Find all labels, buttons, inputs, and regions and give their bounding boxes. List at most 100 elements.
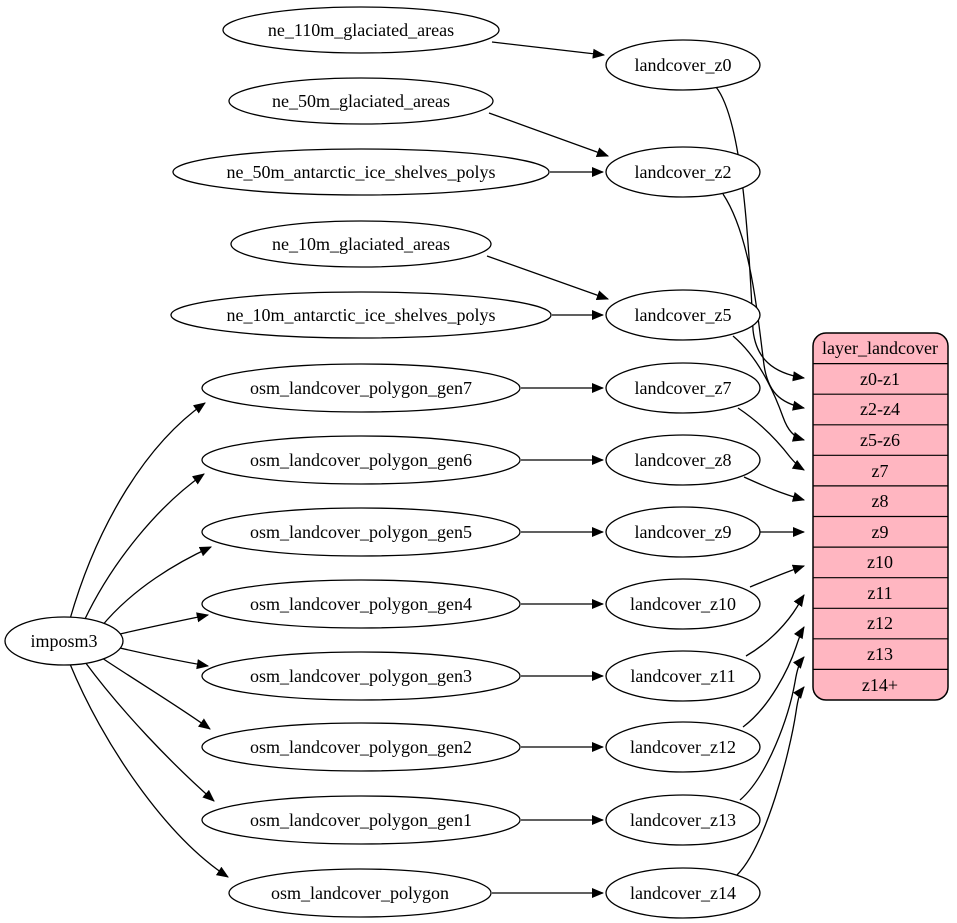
edge-imposm3-polygon xyxy=(69,663,228,877)
edge-z2-row xyxy=(722,193,804,408)
source-shape xyxy=(201,651,521,701)
source-label: osm_landcover_polygon xyxy=(271,883,449,903)
table-row-label: z5-z6 xyxy=(860,430,900,450)
intermediate-shape xyxy=(605,506,761,558)
table-row-label: z12 xyxy=(867,613,893,633)
node-landcover-z14: landcover_z14 xyxy=(605,867,761,919)
node-landcover-z2: landcover_z2 xyxy=(605,146,761,198)
node-osm-landcover-polygon-gen7: osm_landcover_polygon_gen7 xyxy=(201,363,521,413)
node-landcover-z11: landcover_z11 xyxy=(605,650,761,702)
node-osm-landcover-polygon: osm_landcover_polygon xyxy=(228,868,492,918)
edge-imposm3-gen3 xyxy=(119,647,208,666)
intermediate-label: landcover_z13 xyxy=(630,810,736,830)
edge-z14-row xyxy=(736,687,804,876)
node-landcover-z7: landcover_z7 xyxy=(605,362,761,414)
node-osm-landcover-polygon-gen3: osm_landcover_polygon_gen3 xyxy=(201,651,521,701)
source-label: osm_landcover_polygon_gen2 xyxy=(250,737,472,757)
node-landcover-z12: landcover_z12 xyxy=(605,721,761,773)
node-imposm3: imposm3 xyxy=(4,616,124,666)
imposm3-shape xyxy=(4,616,124,666)
table-row-label: z10 xyxy=(867,552,893,572)
source-label: osm_landcover_polygon_gen3 xyxy=(250,666,472,686)
table-row-label: z0-z1 xyxy=(860,369,900,389)
table-row-label: z9 xyxy=(872,522,889,542)
edge-imposm3-gen6 xyxy=(83,474,204,622)
intermediate-shape xyxy=(605,362,761,414)
intermediate-label: landcover_z8 xyxy=(635,450,732,470)
intermediate-shape xyxy=(605,434,761,486)
source-shape xyxy=(201,722,521,772)
node-osm-landcover-polygon-gen4: osm_landcover_polygon_gen4 xyxy=(201,579,521,629)
edge-ne50mgl-z2 xyxy=(488,112,608,156)
edge-z0-row xyxy=(715,86,804,378)
table-row-label: z13 xyxy=(867,644,893,664)
table-layer-landcover: layer_landcover z0-z1 z2-z4 z5-z6 z7 z8 … xyxy=(812,332,949,701)
edges-imposm3-fanout xyxy=(69,403,228,877)
intermediate-label: landcover_z7 xyxy=(635,378,732,398)
intermediate-label: landcover_z14 xyxy=(630,883,736,903)
intermediate-shape xyxy=(605,794,761,846)
source-shape xyxy=(172,148,550,196)
node-osm-landcover-polygon-gen2: osm_landcover_polygon_gen2 xyxy=(201,722,521,772)
intermediate-label: landcover_z12 xyxy=(630,737,736,757)
source-label: ne_110m_glaciated_areas xyxy=(268,20,454,40)
node-landcover-z10: landcover_z10 xyxy=(605,578,761,630)
source-label: ne_10m_glaciated_areas xyxy=(272,234,450,254)
source-shape xyxy=(201,579,521,629)
source-shape xyxy=(201,795,521,845)
source-shape xyxy=(222,6,500,54)
table-row-label: z2-z4 xyxy=(860,399,900,419)
edge-ne10mgl-z5 xyxy=(486,255,608,299)
edge-imposm3-gen1 xyxy=(84,661,214,801)
node-landcover-z13: landcover_z13 xyxy=(605,794,761,846)
edge-z8-row xyxy=(743,476,804,500)
source-shape xyxy=(201,435,521,485)
intermediate-shape xyxy=(605,39,761,91)
node-ne-50m-glaciated-areas: ne_50m_glaciated_areas xyxy=(228,77,494,125)
node-landcover-z0: landcover_z0 xyxy=(605,39,761,91)
edge-imposm3-gen5 xyxy=(100,546,211,628)
source-label: ne_50m_antarctic_ice_shelves_polys xyxy=(227,162,496,182)
intermediate-label: landcover_z0 xyxy=(635,55,732,75)
edge-z10-row xyxy=(749,566,804,588)
intermediate-shape xyxy=(605,289,761,341)
intermediate-shape xyxy=(605,650,761,702)
imposm3-label: imposm3 xyxy=(30,631,97,651)
source-label: osm_landcover_polygon_gen1 xyxy=(250,810,472,830)
node-osm-landcover-polygon-gen6: osm_landcover_polygon_gen6 xyxy=(201,435,521,485)
table-row-label: z7 xyxy=(872,461,889,481)
intermediate-label: landcover_z5 xyxy=(635,305,732,325)
edges-intermediates-to-table xyxy=(715,86,805,876)
edge-z7-row xyxy=(737,407,804,471)
edge-ne110m-z0 xyxy=(491,41,604,55)
intermediate-shape xyxy=(605,578,761,630)
table-row-label: z8 xyxy=(872,491,889,511)
source-label: osm_landcover_polygon_gen6 xyxy=(250,450,472,470)
edge-z11-row xyxy=(745,595,804,657)
edge-z12-row xyxy=(742,627,805,728)
source-label: ne_10m_antarctic_ice_shelves_polys xyxy=(227,305,496,325)
intermediate-shape xyxy=(605,867,761,919)
edge-imposm3-gen4 xyxy=(119,615,208,635)
source-label: osm_landcover_polygon_gen7 xyxy=(250,378,472,398)
source-shape xyxy=(228,868,492,918)
node-osm-landcover-polygon-gen1: osm_landcover_polygon_gen1 xyxy=(201,795,521,845)
edge-imposm3-gen7 xyxy=(69,403,205,620)
intermediate-label: landcover_z11 xyxy=(630,666,735,686)
node-ne-10m-glaciated-areas: ne_10m_glaciated_areas xyxy=(230,220,492,268)
node-landcover-z8: landcover_z8 xyxy=(605,434,761,486)
node-osm-landcover-polygon-gen5: osm_landcover_polygon_gen5 xyxy=(201,507,521,557)
node-landcover-z5: landcover_z5 xyxy=(605,289,761,341)
node-landcover-z9: landcover_z9 xyxy=(605,506,761,558)
edges-sources-to-intermediates xyxy=(486,41,608,893)
intermediate-shape xyxy=(605,721,761,773)
source-label: osm_landcover_polygon_gen5 xyxy=(250,522,472,542)
intermediate-label: landcover_z2 xyxy=(635,162,732,182)
node-ne-10m-antarctic-ice-shelves-polys: ne_10m_antarctic_ice_shelves_polys xyxy=(170,291,552,339)
node-ne-110m-glaciated-areas: ne_110m_glaciated_areas xyxy=(222,6,500,54)
intermediate-shape xyxy=(605,146,761,198)
source-shape xyxy=(201,507,521,557)
source-shape xyxy=(170,291,552,339)
source-shape xyxy=(228,77,494,125)
